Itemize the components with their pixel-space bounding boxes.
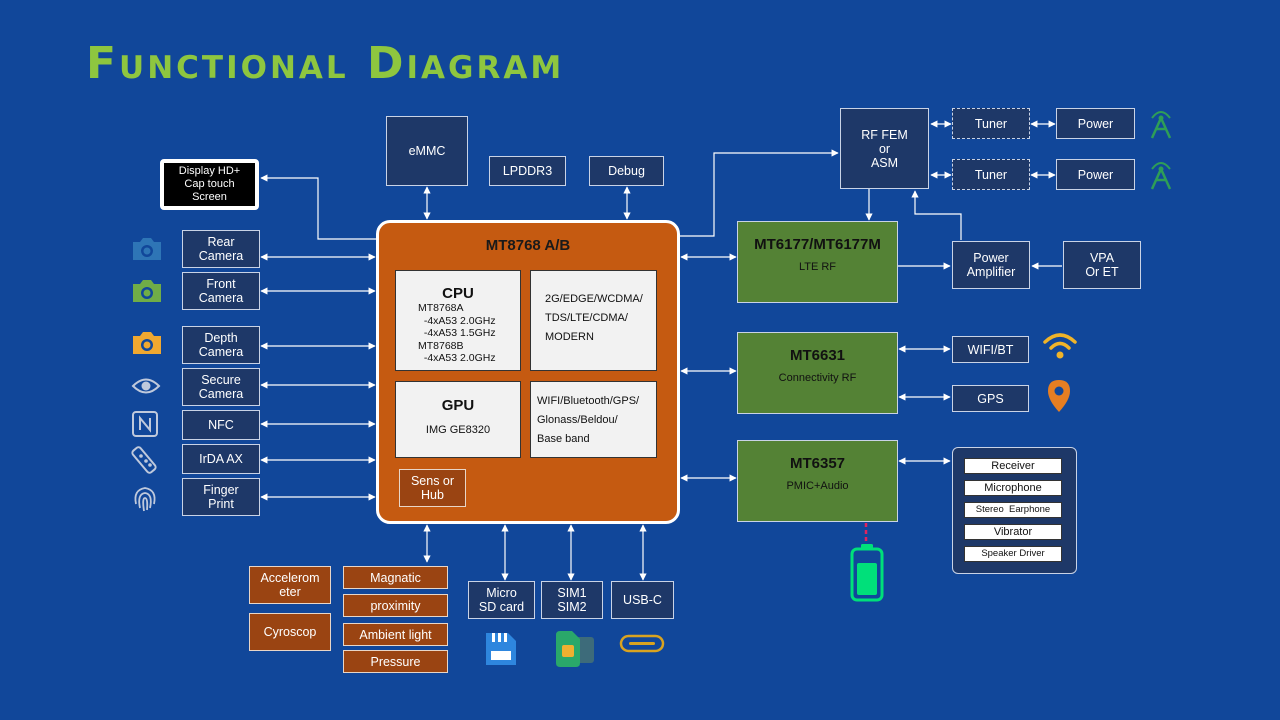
mt6177-subtitle: LTE RF [798, 261, 837, 273]
link-display [260, 174, 376, 240]
usb-c-box: USB-C [611, 581, 674, 619]
front-camera-box: Front Camera [182, 272, 260, 310]
antenna-icon [1150, 111, 1172, 139]
gpu-heading: GPU [441, 397, 475, 414]
gps-box: GPS [952, 385, 1029, 412]
soc-title: MT8768 A/B [485, 237, 571, 254]
depth-camera-box: Depth Camera [182, 326, 260, 364]
debug-box: Debug [589, 156, 664, 186]
mt6177-module: MT6177/MT6177M LTE RF [737, 221, 898, 303]
power-box: Power [1056, 159, 1135, 190]
rear-camera-box: Rear Camera [182, 230, 260, 268]
mt6177-title: MT6177/MT6177M [754, 236, 881, 253]
eye-icon [131, 378, 161, 394]
sd-card-icon [486, 633, 516, 665]
connectivity-block: WIFI/Bluetooth/GPS/ Glonass/Beldou/ Base… [530, 381, 657, 458]
modem-block: 2G/EDGE/WCDMA/ TDS/LTE/CDMA/ MODERN [530, 270, 657, 371]
microphone-item: Microphone [964, 480, 1062, 496]
mt6357-title: MT6357 [789, 455, 846, 472]
proximity-sensor-box: proximity [343, 594, 448, 617]
link-pa-fem [911, 190, 962, 240]
remote-icon [131, 446, 157, 474]
page-title: Functional Diagram [86, 38, 565, 89]
cpu-heading: CPU [442, 285, 474, 302]
location-pin-icon [1048, 380, 1070, 412]
receiver-item: Receiver [964, 458, 1062, 474]
mt6357-subtitle: PMIC+Audio [786, 480, 849, 492]
audio-panel: Receiver Microphone Stereo Earphone Vibr… [952, 447, 1077, 574]
lpddr3-box: LPDDR3 [489, 156, 566, 186]
irda-box: IrDA AX [182, 444, 260, 474]
fingerprint-icon [134, 487, 156, 512]
gpu-block: GPU IMG GE8320 [395, 381, 521, 458]
sensor-hub-block: Sens or Hub [399, 469, 466, 507]
speaker-driver-item: Speaker Driver [964, 546, 1062, 562]
link-rf-fem [680, 149, 839, 237]
rf-fem-box: RF FEM or ASM [840, 108, 929, 189]
camera-icon [133, 238, 161, 260]
mt6631-module: MT6631 Connectivity RF [737, 332, 898, 414]
tuner-box: Tuner [952, 108, 1030, 139]
camera-icon [133, 332, 161, 354]
gpu-model: IMG GE8320 [425, 424, 491, 436]
mt6631-title: MT6631 [789, 347, 846, 364]
vibrator-item: Vibrator [964, 524, 1062, 540]
power-box: Power [1056, 108, 1135, 139]
sim-box: SIM1 SIM2 [541, 581, 603, 619]
accelerometer-box: Accelerom eter [249, 566, 331, 604]
gyroscope-box: Cyroscop [249, 613, 331, 651]
magnetic-sensor-box: Magnatic [343, 566, 448, 589]
display-box: Display HD+ Cap touch Screen [160, 159, 259, 210]
tuner-box: Tuner [952, 159, 1030, 190]
mt6357-module: MT6357 PMIC+Audio [737, 440, 898, 522]
power-amplifier-box: Power Amplifier [952, 241, 1030, 289]
wifi-bt-box: WIFI/BT [952, 336, 1029, 363]
soc-block: MT8768 A/B CPU MT8768A -4xA53 2.0GHz -4x… [376, 220, 680, 524]
cpu-spec-line: MT8768B [418, 339, 464, 352]
camera-icon [133, 280, 161, 302]
wifi-icon [1043, 333, 1077, 359]
mt6631-subtitle: Connectivity RF [778, 372, 857, 384]
cpu-spec-line: -4xA53 2.0GHz [418, 352, 496, 364]
nfc-box: NFC [182, 410, 260, 440]
stereo-earphone-item: Stereo Earphone [964, 502, 1062, 518]
pressure-sensor-box: Pressure [343, 650, 448, 673]
nfc-icon [132, 411, 158, 437]
cpu-spec-line: -4xA53 2.0GHz [418, 314, 496, 327]
fingerprint-box: Finger Print [182, 478, 260, 516]
vpa-box: VPA Or ET [1063, 241, 1141, 289]
cpu-spec-line: -4xA53 1.5GHz [418, 327, 496, 339]
emmc-box: eMMC [386, 116, 468, 186]
sim-card-icon [556, 631, 594, 667]
antenna-icon [1150, 162, 1172, 190]
micro-sd-box: Micro SD card [468, 581, 535, 619]
cpu-spec-line: MT8768A [418, 302, 464, 314]
secure-camera-box: Secure Camera [182, 368, 260, 406]
ambient-light-sensor-box: Ambient light [343, 623, 448, 646]
battery-icon [850, 544, 884, 602]
usb-c-icon [619, 634, 665, 653]
